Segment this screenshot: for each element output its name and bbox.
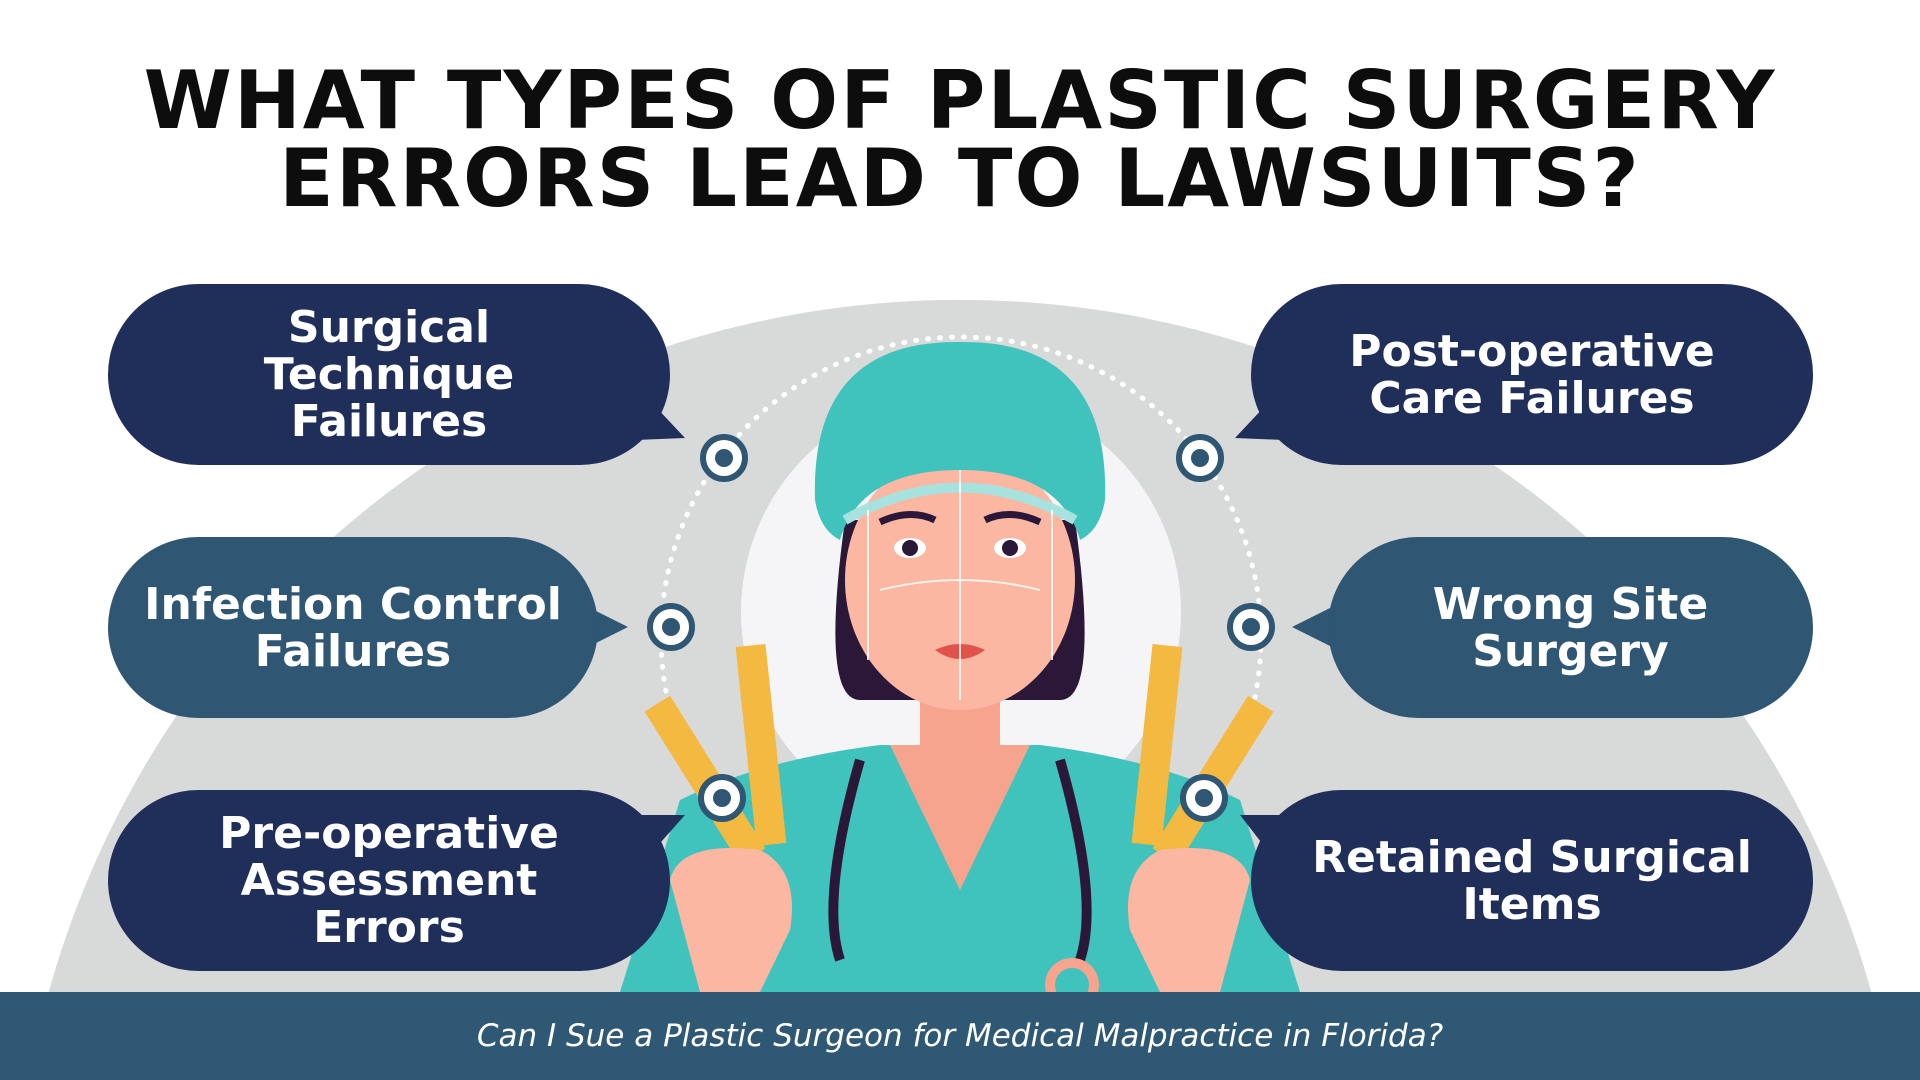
footer-banner: Can I Sue a Plastic Surgeon for Medical …: [0, 992, 1920, 1080]
doctor-icon: [620, 341, 1300, 1012]
item-label: Infection Control Failures: [144, 578, 562, 677]
pointer: [590, 608, 628, 646]
item-label: Post-operative Care Failures: [1349, 325, 1715, 424]
item-wrong-site-surgery: Wrong Site Surgery: [1328, 537, 1813, 718]
target-icon: [1227, 603, 1275, 651]
item-label: Surgical Technique Failures: [263, 302, 515, 447]
pointer: [1292, 608, 1330, 646]
title-line-2: ERRORS LEAD TO LAWSUITS?: [279, 132, 1641, 225]
item-retained-surgical-items: Retained Surgical Items: [1251, 790, 1813, 971]
item-label: Wrong Site Surgery: [1432, 578, 1709, 677]
target-icon: [698, 774, 746, 822]
item-post-operative-care-failures: Post-operative Care Failures: [1251, 284, 1813, 465]
item-pre-operative-assessment-errors: Pre-operative Assessment Errors: [108, 790, 670, 971]
item-surgical-technique-failures: Surgical Technique Failures: [108, 284, 670, 465]
item-infection-control-failures: Infection Control Failures: [108, 537, 598, 718]
target-icon: [1176, 434, 1224, 482]
item-label: Retained Surgical Items: [1312, 831, 1752, 930]
footer-text: Can I Sue a Plastic Surgeon for Medical …: [476, 1018, 1444, 1054]
target-icon: [700, 434, 748, 482]
page-title: WHAT TYPES OF PLASTIC SURGERY ERRORS LEA…: [0, 54, 1920, 225]
target-icon: [1180, 774, 1228, 822]
item-label: Pre-operative Assessment Errors: [219, 808, 559, 953]
target-icon: [647, 603, 695, 651]
title-line-1: WHAT TYPES OF PLASTIC SURGERY: [143, 54, 1777, 147]
